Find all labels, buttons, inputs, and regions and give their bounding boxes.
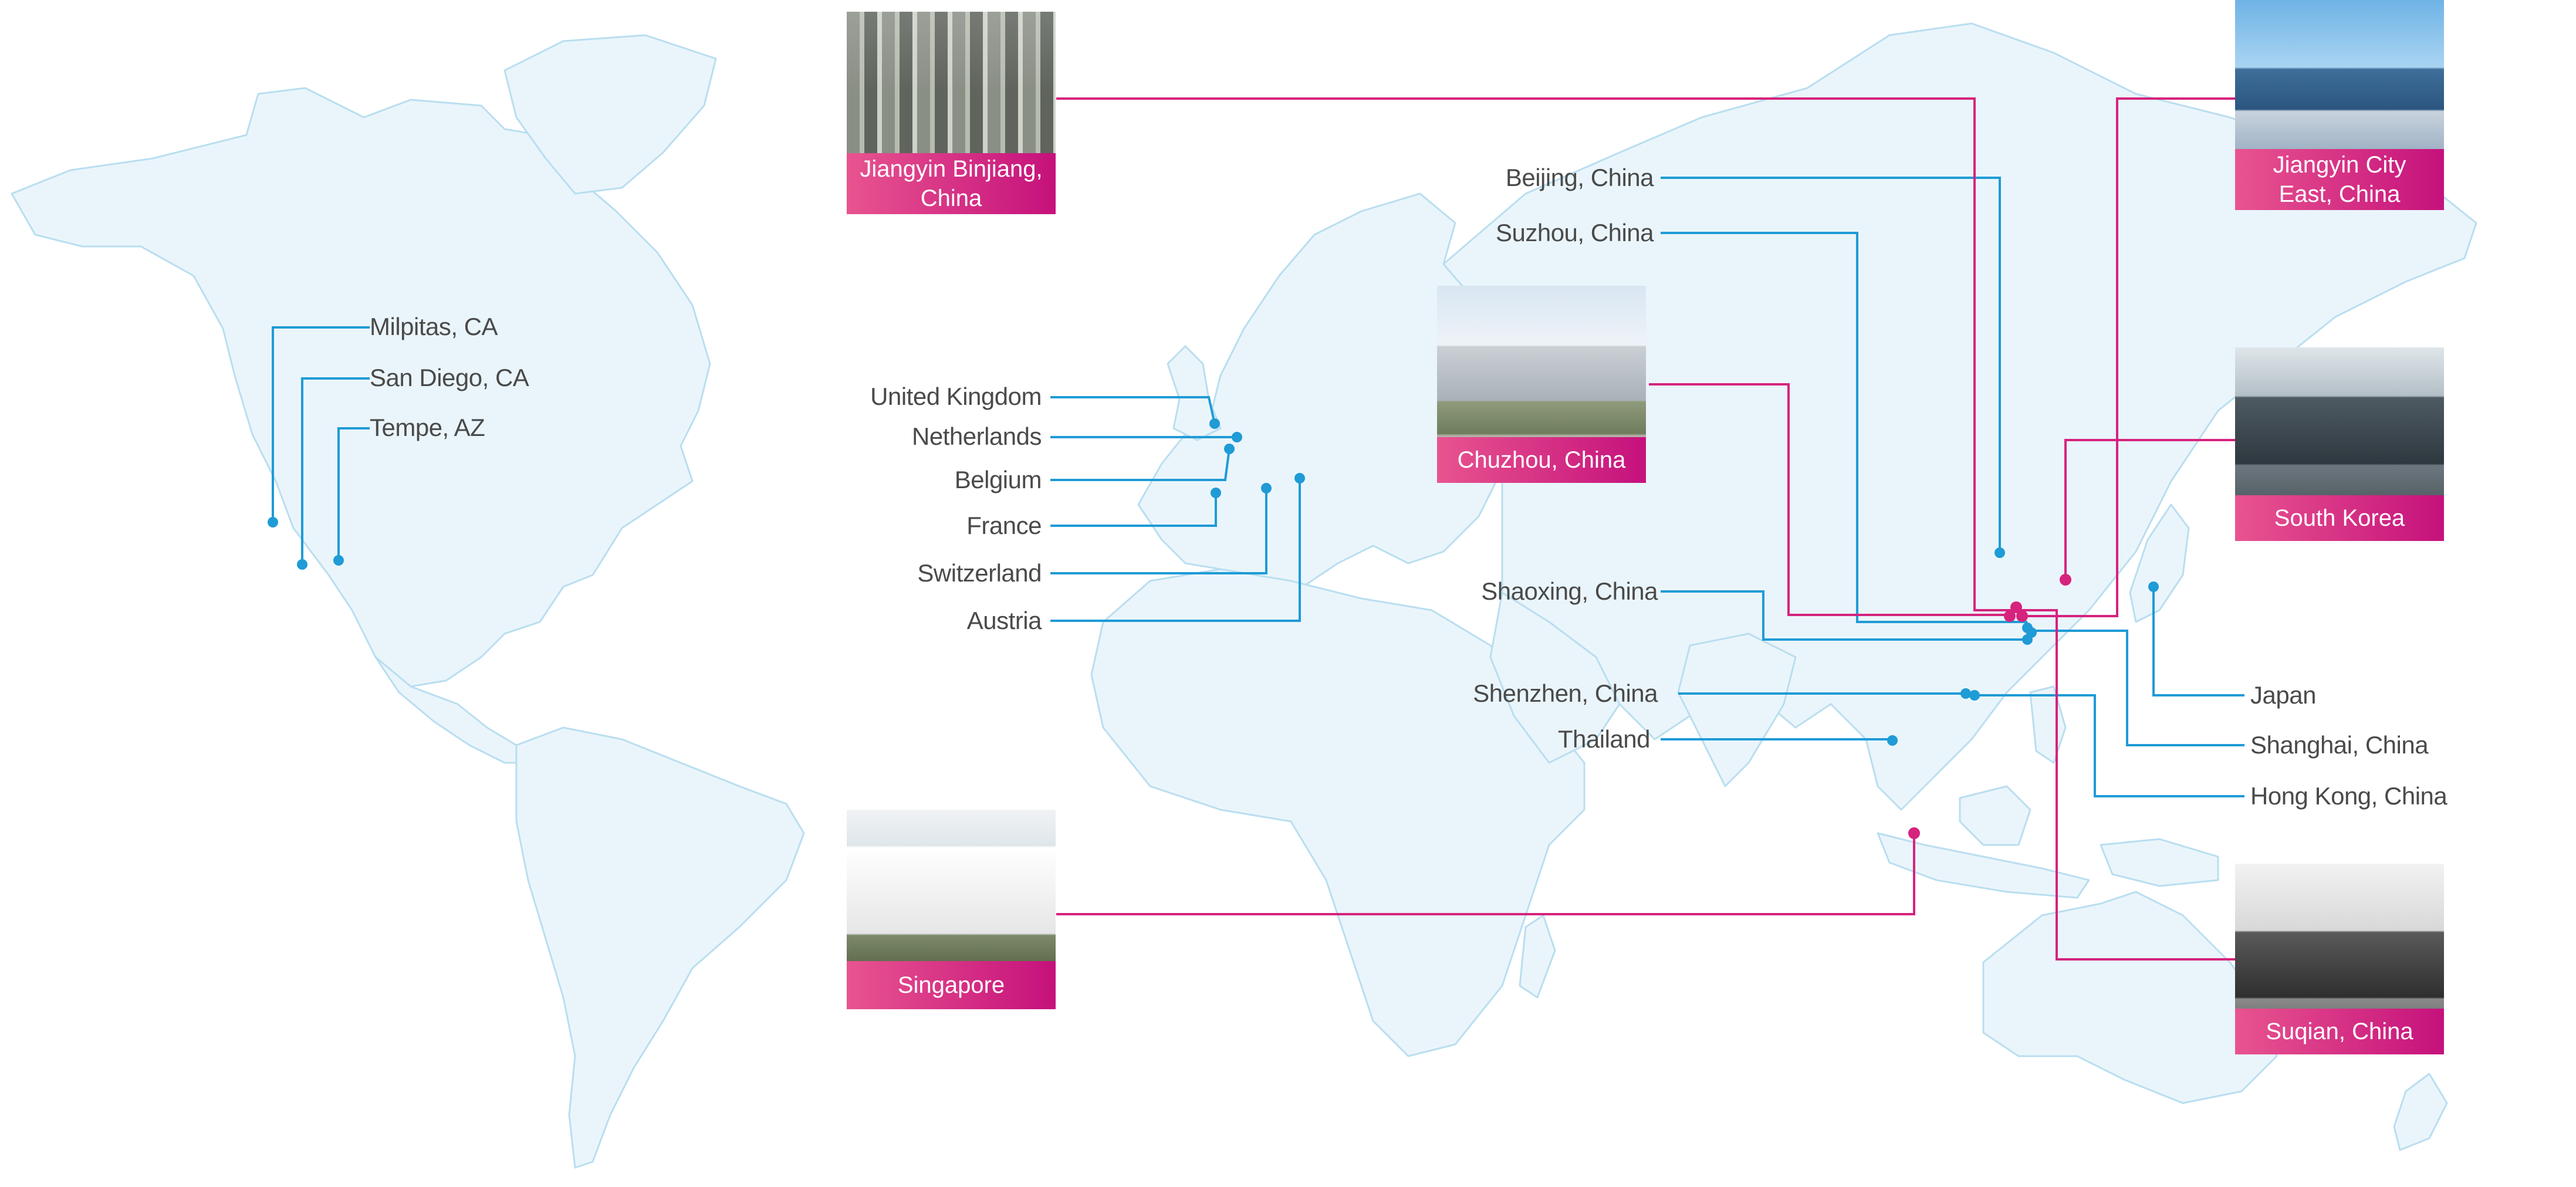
land-masses xyxy=(11,22,2477,1169)
leader-singapore xyxy=(1056,833,1915,915)
dot-hong-kong xyxy=(1969,690,1980,701)
facility-card-suqian[interactable]: Suqian, China xyxy=(2235,864,2444,1054)
japan-landmass xyxy=(2129,503,2190,623)
uk-landmass xyxy=(1167,345,1222,441)
dot-thailand xyxy=(1887,735,1898,746)
leader-milpitas xyxy=(272,326,370,522)
label-beijing: Beijing, China xyxy=(1505,164,1654,191)
dot-san-diego xyxy=(297,559,307,570)
leader-japan xyxy=(2152,587,2244,696)
leader-suzhou xyxy=(1661,232,2027,623)
leader-austria xyxy=(1050,478,1301,622)
leader-switzerland xyxy=(1050,488,1267,574)
dot-japan xyxy=(2148,581,2159,592)
leader-san-diego xyxy=(301,377,370,564)
facility-caption: Chuzhou, China xyxy=(1437,437,1646,483)
dot-jiangyin-binjiang xyxy=(2010,601,2022,613)
label-france: France xyxy=(966,512,1042,539)
leader-suqian xyxy=(2019,609,2244,961)
label-shenzhen: Shenzhen, China xyxy=(1473,679,1658,707)
label-japan: Japan xyxy=(2250,681,2316,709)
india-landmass xyxy=(1677,633,1797,787)
label-hong-kong: Hong Kong, China xyxy=(2250,782,2447,810)
label-belgium: Belgium xyxy=(954,466,1042,493)
leader-shanghai xyxy=(2030,630,2244,746)
leader-uk xyxy=(1050,396,1216,424)
australia-landmass xyxy=(1982,891,2278,1104)
leaders-facilities xyxy=(1056,97,2244,961)
leader-hong-kong xyxy=(1975,694,2244,797)
label-milpitas: Milpitas, CA xyxy=(370,313,498,340)
label-tempe: Tempe, AZ xyxy=(370,414,485,441)
facility-card-jiangyin-binjiang[interactable]: Jiangyin Binjiang, China xyxy=(847,12,1056,214)
leader-south-korea xyxy=(2064,439,2244,578)
dot-chuzhou xyxy=(2004,610,2016,622)
facility-card-jiangyin-east[interactable]: Jiangyin City East, China xyxy=(2235,0,2444,210)
facility-card-chuzhou[interactable]: Chuzhou, China xyxy=(1437,286,1646,483)
new-guinea-landmass xyxy=(2100,838,2219,887)
leader-jiangyin-binjiang xyxy=(1056,97,2014,611)
label-shaoxing: Shaoxing, China xyxy=(1481,577,1658,605)
leader-jiangyin-east xyxy=(2020,97,2244,617)
new-zealand-landmass xyxy=(2393,1073,2448,1151)
dot-tempe xyxy=(333,555,344,566)
dot-jiangyin-east xyxy=(2016,610,2028,622)
leader-france xyxy=(1050,493,1217,527)
label-suzhou: Suzhou, China xyxy=(1495,219,1654,246)
facility-card-singapore[interactable]: Singapore xyxy=(847,810,1056,1009)
leader-beijing xyxy=(1661,177,2001,553)
dot-singapore xyxy=(1908,827,1920,839)
leaders-europe xyxy=(1050,396,1305,622)
label-united-kingdom: United Kingdom xyxy=(870,383,1042,410)
dot-milpitas xyxy=(268,517,278,527)
leaders-asia-blue xyxy=(1661,177,2244,797)
label-netherlands: Netherlands xyxy=(912,422,1042,450)
facility-caption: South Korea xyxy=(2235,495,2444,541)
facility-caption: Singapore xyxy=(847,961,1056,1009)
south-america-landmass xyxy=(515,726,805,1169)
dot-netherlands xyxy=(1232,432,1242,442)
dot-belgium xyxy=(1224,444,1235,454)
north-america-landmass xyxy=(11,87,711,688)
facility-caption: Suqian, China xyxy=(2235,1009,2444,1054)
label-switzerland: Switzerland xyxy=(917,559,1042,587)
dot-austria xyxy=(1294,473,1305,483)
dot-uk xyxy=(1209,418,1220,429)
arabia-landmass xyxy=(1489,591,1621,764)
dot-france xyxy=(1211,488,1221,498)
facility-card-south-korea[interactable]: South Korea xyxy=(2235,347,2444,541)
leader-shaoxing xyxy=(1661,590,2027,641)
label-shanghai: Shanghai, China xyxy=(2250,731,2429,759)
dot-beijing xyxy=(1994,547,2005,558)
africa-landmass xyxy=(1090,568,1586,1057)
leader-belgium xyxy=(1050,448,1230,481)
greenland-landmass xyxy=(503,34,717,195)
leaders-americas xyxy=(268,326,370,570)
label-san-diego: San Diego, CA xyxy=(370,364,529,391)
label-thailand: Thailand xyxy=(1557,725,1651,753)
dot-south-korea xyxy=(2060,574,2071,586)
dot-shenzhen xyxy=(1960,688,1971,699)
dot-shanghai xyxy=(2026,627,2037,638)
philippines-landmass xyxy=(2029,685,2067,764)
borneo-landmass xyxy=(1959,785,2031,846)
facility-caption: Jiangyin City East, China xyxy=(2235,149,2444,210)
madagascar-landmass xyxy=(1519,914,1556,999)
leader-chuzhou xyxy=(1649,383,2010,616)
label-austria: Austria xyxy=(966,607,1042,634)
dot-switzerland xyxy=(1261,483,1272,493)
leader-tempe xyxy=(337,427,370,560)
facility-caption: Jiangyin Binjiang, China xyxy=(847,153,1056,214)
